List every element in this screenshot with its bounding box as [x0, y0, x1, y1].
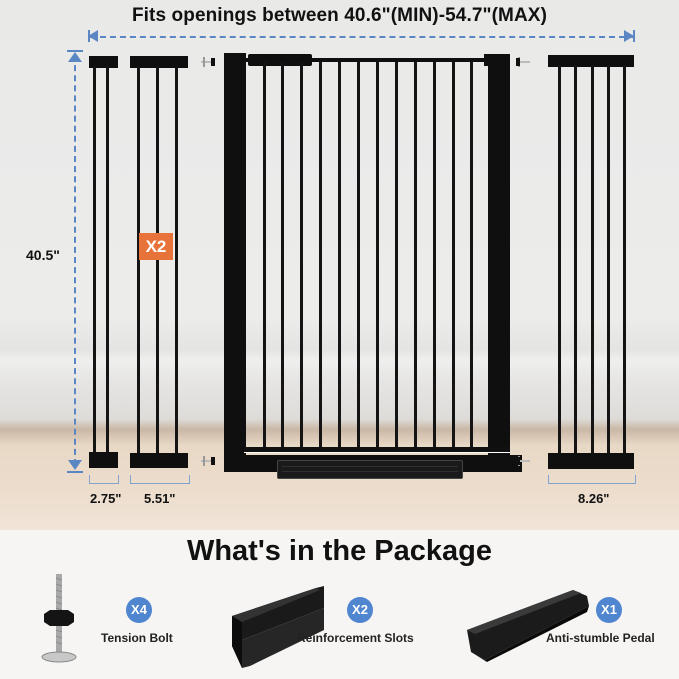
tension-bolt-icon	[201, 57, 215, 67]
tension-bolt-icon	[516, 57, 530, 67]
package-title: What's in the Package	[186, 535, 493, 567]
quantity-badge: X1	[596, 597, 622, 623]
reinforcement-slot-icon	[232, 586, 324, 668]
tension-bolt-icon	[516, 456, 530, 466]
bracket-medium	[130, 475, 190, 484]
bracket-small	[89, 475, 119, 484]
dimension-end-top	[67, 50, 83, 52]
dimension-end-bottom	[67, 471, 83, 473]
dimension-end-right	[633, 30, 635, 42]
gate-threshold	[244, 447, 510, 453]
extension-large-label: 8.26"	[578, 491, 610, 506]
item-label: Anti-stumble Pedal	[546, 631, 655, 645]
product-scene: Fits openings between 40.6"(MIN)-54.7"(M…	[0, 0, 679, 530]
arrow-down-icon	[68, 460, 82, 470]
gate-post-left	[224, 53, 246, 471]
tension-bolt-icon	[201, 456, 215, 466]
anti-stumble-pedal-icon	[467, 590, 589, 662]
extension-medium-label: 5.51"	[144, 491, 176, 506]
gate-top-rail	[246, 58, 486, 62]
quantity-badge: X4	[126, 597, 152, 623]
gate-post-right	[488, 54, 510, 472]
item-label: Tension Bolt	[101, 631, 173, 645]
arrow-right-icon	[624, 30, 634, 42]
quantity-badge-x2: X2	[139, 233, 173, 260]
height-dashed-line	[74, 55, 76, 465]
item-label: Reinforcement Slots	[297, 631, 414, 645]
anti-stumble-pedal	[277, 460, 463, 479]
quantity-badge: X2	[347, 597, 373, 623]
fit-range-title: Fits openings between 40.6"(MIN)-54.7"(M…	[131, 5, 548, 26]
bracket-large	[548, 475, 636, 484]
tension-bolt-icon	[41, 574, 77, 663]
width-dashed-line	[90, 36, 635, 38]
height-label: 40.5"	[26, 247, 60, 263]
extension-small-label: 2.75"	[90, 491, 122, 506]
